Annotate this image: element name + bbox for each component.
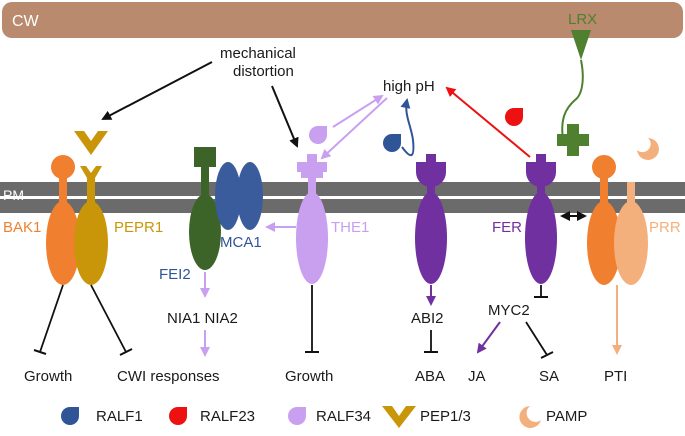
lrx-label: LRX bbox=[568, 11, 597, 28]
ralf1-icon bbox=[61, 407, 79, 425]
lrx-cross bbox=[557, 124, 589, 156]
fer-label: FER bbox=[492, 219, 522, 236]
plasma-membrane-inner bbox=[0, 199, 685, 213]
nia-label: NIA1 NIA2 bbox=[167, 310, 238, 327]
arrow-fer-to-ph bbox=[445, 86, 531, 158]
cw-label: CW bbox=[12, 13, 40, 30]
ralf23-ligand bbox=[505, 108, 523, 126]
abi2-label: ABI2 bbox=[411, 310, 444, 327]
mechanical-label-1: mechanical bbox=[220, 45, 296, 62]
legend-ralf34: RALF34 bbox=[288, 407, 371, 425]
bak1-head bbox=[51, 155, 75, 179]
fer-kinase bbox=[525, 192, 557, 284]
pepr1-receptor: PEPR1 bbox=[74, 131, 163, 285]
legend-pep: PEP1/3 bbox=[382, 406, 471, 428]
legend-pamp-label: PAMP bbox=[546, 408, 587, 425]
aba-label: ABA bbox=[415, 368, 445, 385]
the1-head bbox=[297, 154, 327, 178]
bak1-kinase bbox=[46, 201, 80, 285]
pm-label: PM bbox=[3, 187, 24, 203]
ralf34-icon bbox=[288, 407, 306, 425]
fei2-label: FEI2 bbox=[159, 266, 191, 283]
fer-receptor: FER bbox=[492, 108, 557, 284]
prr-co-receptor-head bbox=[592, 155, 616, 179]
pamp-icon bbox=[519, 406, 541, 428]
mca1-subunit-1 bbox=[215, 162, 241, 230]
prr-complex: PRR bbox=[587, 138, 681, 285]
arrow-myc2-to-ja bbox=[476, 321, 501, 354]
ralf23-icon bbox=[169, 407, 187, 425]
lrx-tail bbox=[561, 59, 584, 141]
arrow-mech-to-the1 bbox=[271, 85, 299, 148]
prr-kinase bbox=[614, 201, 648, 285]
cell-wall bbox=[2, 2, 683, 38]
legend-ralf1-label: RALF1 bbox=[96, 408, 143, 425]
arrow-ralf1-to-ph bbox=[400, 98, 415, 157]
growth-mid-label: Growth bbox=[285, 368, 333, 385]
prr-co-receptor-kinase bbox=[587, 201, 621, 285]
legend-ralf23-label: RALF23 bbox=[200, 408, 255, 425]
ralf34-on-the1 bbox=[309, 126, 327, 144]
fei2-kinase bbox=[189, 194, 221, 270]
mca1-channel: MCA1 bbox=[215, 162, 263, 251]
the1-label: THE1 bbox=[331, 219, 369, 236]
legend-ralf34-label: RALF34 bbox=[316, 408, 371, 425]
pepr1-kinase bbox=[74, 201, 108, 285]
legend-pamp: PAMP bbox=[519, 406, 587, 428]
sa-label: SA bbox=[539, 368, 559, 385]
arrow-mech-to-bak1 bbox=[101, 61, 213, 120]
pepr1-receptor-head bbox=[80, 166, 102, 205]
fei2-receptor: FEI2 bbox=[159, 147, 221, 283]
legend-ralf23: RALF23 bbox=[169, 407, 255, 425]
arrow-ralf34-to-ph bbox=[332, 94, 384, 128]
the1-receptor: THE1 bbox=[296, 126, 369, 284]
high-ph-label: high pH bbox=[383, 78, 435, 95]
ralf1-receptor-kinase bbox=[415, 192, 447, 284]
ralf1-ligand bbox=[383, 134, 401, 152]
fei2-head bbox=[194, 147, 216, 167]
prr-label: PRR bbox=[649, 219, 681, 236]
mca1-label: MCA1 bbox=[220, 234, 262, 251]
arrow-ph-to-the1 bbox=[320, 97, 388, 160]
mechanical-label-2: distortion bbox=[233, 63, 294, 80]
bak1-receptor: BAK1 bbox=[3, 155, 80, 285]
pti-label: PTI bbox=[604, 368, 627, 385]
pamp-ligand-on-prr bbox=[637, 138, 659, 160]
plasma-membrane-outer bbox=[0, 182, 685, 196]
growth-left-label: Growth bbox=[24, 368, 72, 385]
pepr1-label: PEPR1 bbox=[114, 219, 163, 236]
mca1-subunit-2 bbox=[237, 162, 263, 230]
pep-ligand bbox=[74, 131, 108, 155]
pep-icon bbox=[382, 406, 416, 428]
cwi-label: CWI responses bbox=[117, 368, 220, 385]
myc2-label: MYC2 bbox=[488, 302, 530, 319]
ja-label: JA bbox=[468, 368, 486, 385]
legend-ralf1: RALF1 bbox=[61, 407, 143, 425]
ralf1-receptor bbox=[383, 134, 447, 284]
lrx-head bbox=[571, 30, 591, 60]
bak1-label: BAK1 bbox=[3, 219, 41, 236]
legend: RALF1 RALF23 RALF34 PEP1/3 PAMP bbox=[61, 406, 587, 428]
the1-kinase bbox=[296, 192, 328, 284]
legend-pep-label: PEP1/3 bbox=[420, 408, 471, 425]
lrx-protein: LRX bbox=[557, 11, 597, 156]
